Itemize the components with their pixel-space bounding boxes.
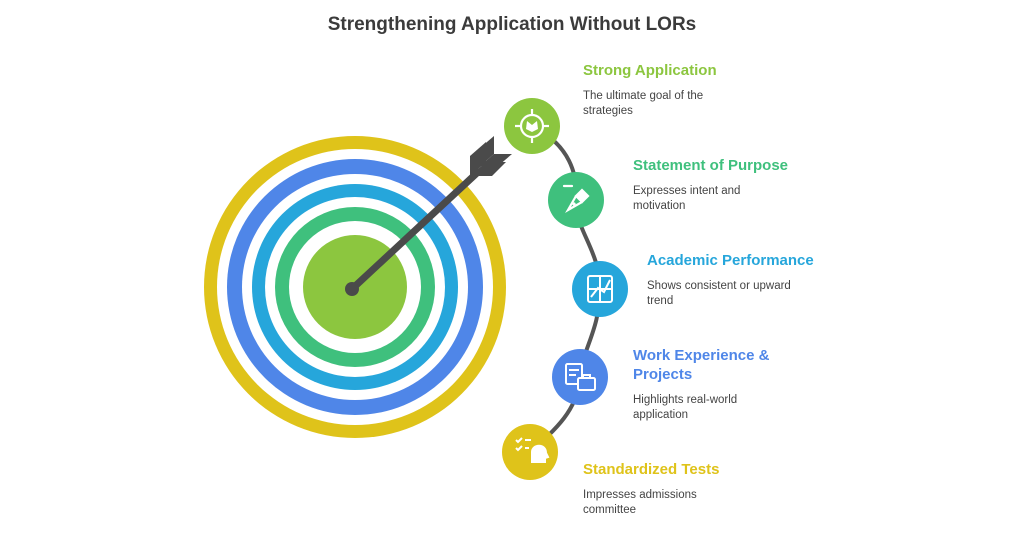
title-line: Work Experience &	[633, 347, 770, 364]
target-icon	[515, 109, 549, 143]
briefcase-icon	[565, 363, 596, 391]
arrow-tip	[345, 282, 359, 296]
item-desc-statement-of-purpose: Expresses intent and motivation	[633, 184, 803, 214]
pen-nib-icon	[562, 184, 590, 213]
arrow-shaft	[348, 168, 482, 293]
chart-icon	[587, 275, 613, 303]
desc-line: The ultimate goal of the	[583, 90, 704, 102]
item-desc-work-experience: Highlights real-world application	[633, 393, 803, 423]
desc-line: Expresses intent and	[633, 185, 741, 197]
checklist-head-icon	[515, 437, 550, 463]
item-desc-academic-performance: Shows consistent or upward trend	[647, 279, 817, 309]
title-line: Projects	[633, 366, 693, 383]
item-title-statement-of-purpose: Statement of Purpose	[633, 157, 789, 174]
desc-line: Highlights real-world	[633, 394, 738, 406]
desc-line: Impresses admissions	[583, 489, 697, 501]
diagram-title: Strengthening Application Without LORs	[327, 14, 697, 35]
desc-line: motivation	[633, 200, 686, 212]
item-title-work-experience: Work Experience & Projects	[633, 346, 769, 384]
item-desc-strong-application: The ultimate goal of the strategies	[583, 89, 753, 119]
item-title-academic-performance: Academic Performance	[647, 252, 814, 269]
item-title-strong-application: Strong Application	[583, 62, 717, 79]
node-standardized-tests	[502, 424, 558, 480]
item-title-standardized-tests: Standardized Tests	[583, 461, 720, 478]
desc-line: trend	[647, 295, 674, 307]
desc-line: strategies	[583, 105, 633, 117]
arrow-fletching	[470, 136, 512, 176]
node-statement-of-purpose	[548, 172, 604, 228]
desc-line: committee	[583, 504, 637, 516]
item-desc-standardized-tests: Impresses admissions committee	[583, 488, 753, 518]
arrow	[345, 136, 512, 296]
desc-line: application	[633, 409, 688, 421]
desc-line: Shows consistent or upward	[647, 280, 791, 292]
